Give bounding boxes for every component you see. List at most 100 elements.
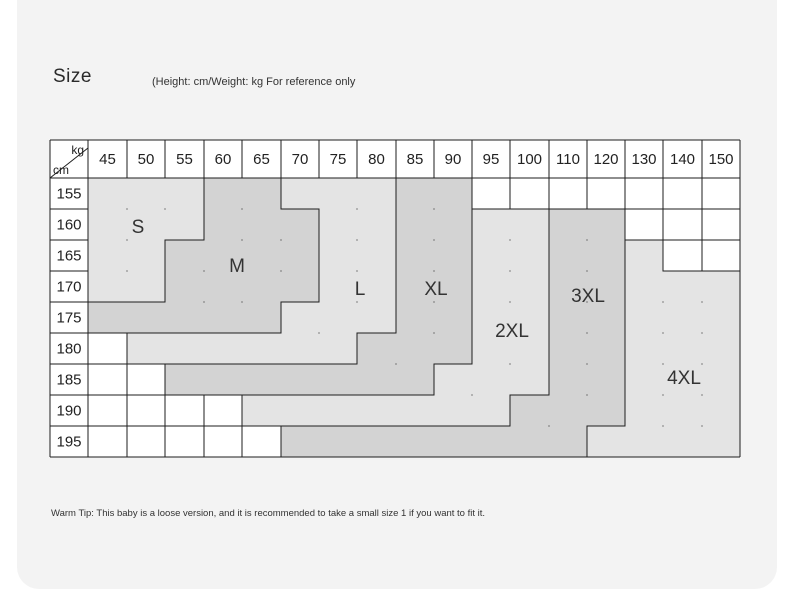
height-label: 170 bbox=[56, 279, 81, 296]
size-region-cell bbox=[472, 364, 510, 395]
size-region-cell bbox=[281, 271, 319, 302]
size-region-cell bbox=[625, 426, 663, 457]
size-region-cell bbox=[587, 302, 625, 333]
size-region-cell bbox=[357, 240, 396, 271]
size-region-cell bbox=[472, 240, 510, 271]
height-label: 195 bbox=[56, 434, 81, 451]
size-region-cell bbox=[281, 209, 319, 240]
size-region-cell bbox=[242, 209, 281, 240]
weight-header: 110 bbox=[556, 151, 580, 168]
size-region-cell bbox=[127, 178, 165, 209]
size-region-cell bbox=[396, 395, 434, 426]
size-region-cell bbox=[281, 364, 319, 395]
size-region-cell bbox=[165, 240, 204, 271]
size-region-cell bbox=[587, 426, 625, 457]
height-label: 160 bbox=[56, 217, 81, 234]
size-region-cell bbox=[242, 271, 281, 302]
size-region-cell bbox=[625, 302, 663, 333]
size-region-cell bbox=[357, 426, 396, 457]
size-region-cell bbox=[549, 240, 587, 271]
size-region-cell bbox=[242, 302, 281, 333]
size-region-cell bbox=[396, 271, 434, 302]
size-region-cell bbox=[510, 302, 549, 333]
size-region-cell bbox=[702, 302, 740, 333]
size-region-cell bbox=[204, 209, 242, 240]
size-region-cell bbox=[510, 209, 549, 240]
size-region-cell bbox=[663, 395, 702, 426]
corner-height-unit: cm bbox=[53, 163, 69, 177]
warm-tip: Warm Tip: This baby is a loose version, … bbox=[51, 508, 486, 519]
weight-header: 50 bbox=[138, 151, 155, 168]
size-region-cell bbox=[587, 333, 625, 364]
size-region-cell bbox=[472, 271, 510, 302]
size-label-4xl: 4XL bbox=[667, 368, 701, 389]
size-region-cell bbox=[396, 302, 434, 333]
height-label: 175 bbox=[56, 310, 81, 327]
size-region-cell bbox=[204, 364, 242, 395]
page-title: Size bbox=[53, 66, 92, 87]
height-label: 155 bbox=[56, 186, 81, 203]
height-label: 165 bbox=[56, 248, 81, 265]
corner-weight-unit: kg bbox=[71, 143, 84, 157]
size-region-cell bbox=[88, 178, 127, 209]
size-region-cell bbox=[510, 271, 549, 302]
size-region-cell bbox=[472, 395, 510, 426]
size-region-cell bbox=[510, 426, 549, 457]
size-region-cell bbox=[625, 271, 663, 302]
size-region-cell bbox=[242, 364, 281, 395]
size-region-cell bbox=[702, 364, 740, 395]
size-region-cell bbox=[165, 178, 204, 209]
size-region-cell bbox=[549, 302, 587, 333]
size-region-cell bbox=[319, 271, 357, 302]
size-region-cell bbox=[242, 395, 281, 426]
size-region-cell bbox=[702, 395, 740, 426]
size-region-cell bbox=[204, 271, 242, 302]
reference-note: (Height: cm/Weight: kg For reference onl… bbox=[152, 76, 356, 88]
size-region-cell bbox=[204, 302, 242, 333]
weight-header: 45 bbox=[99, 151, 116, 168]
size-label-xl: XL bbox=[424, 279, 447, 300]
size-region-cell bbox=[510, 364, 549, 395]
size-region-cell bbox=[88, 240, 127, 271]
size-region-cell bbox=[357, 302, 396, 333]
size-region-cell bbox=[319, 426, 357, 457]
height-label: 180 bbox=[56, 341, 81, 358]
size-region-cell bbox=[663, 426, 702, 457]
size-region-cell bbox=[319, 209, 357, 240]
weight-header: 130 bbox=[631, 151, 656, 168]
size-region-cell bbox=[434, 209, 472, 240]
size-region-cell bbox=[396, 364, 434, 395]
size-region-cell bbox=[625, 240, 663, 271]
size-region-cell bbox=[357, 395, 396, 426]
weight-header: 95 bbox=[483, 151, 500, 168]
size-label-s: S bbox=[132, 217, 145, 238]
size-region-cell bbox=[587, 271, 625, 302]
size-label-m: M bbox=[229, 256, 245, 277]
size-region-cell bbox=[319, 178, 357, 209]
size-region-cell bbox=[587, 240, 625, 271]
weight-header: 90 bbox=[445, 151, 462, 168]
size-region-cell bbox=[434, 271, 472, 302]
size-region-cell bbox=[434, 302, 472, 333]
size-region-cell bbox=[434, 178, 472, 209]
weight-header: 75 bbox=[330, 151, 347, 168]
size-region-cell bbox=[549, 395, 587, 426]
size-region-cell bbox=[625, 364, 663, 395]
size-region-cell bbox=[242, 240, 281, 271]
size-region-cell bbox=[357, 364, 396, 395]
size-region-cell bbox=[281, 426, 319, 457]
size-region-cell bbox=[88, 302, 127, 333]
size-region-cell bbox=[663, 333, 702, 364]
size-region-cell bbox=[396, 333, 434, 364]
size-region-cell bbox=[319, 240, 357, 271]
height-label: 185 bbox=[56, 372, 81, 389]
size-region-cell bbox=[434, 364, 472, 395]
size-region-cell bbox=[88, 209, 127, 240]
size-region-cell bbox=[204, 333, 242, 364]
size-region-cell bbox=[472, 333, 510, 364]
size-region-cell bbox=[587, 209, 625, 240]
size-region-cell bbox=[549, 333, 587, 364]
size-region-cell bbox=[242, 333, 281, 364]
size-region-cell bbox=[663, 364, 702, 395]
